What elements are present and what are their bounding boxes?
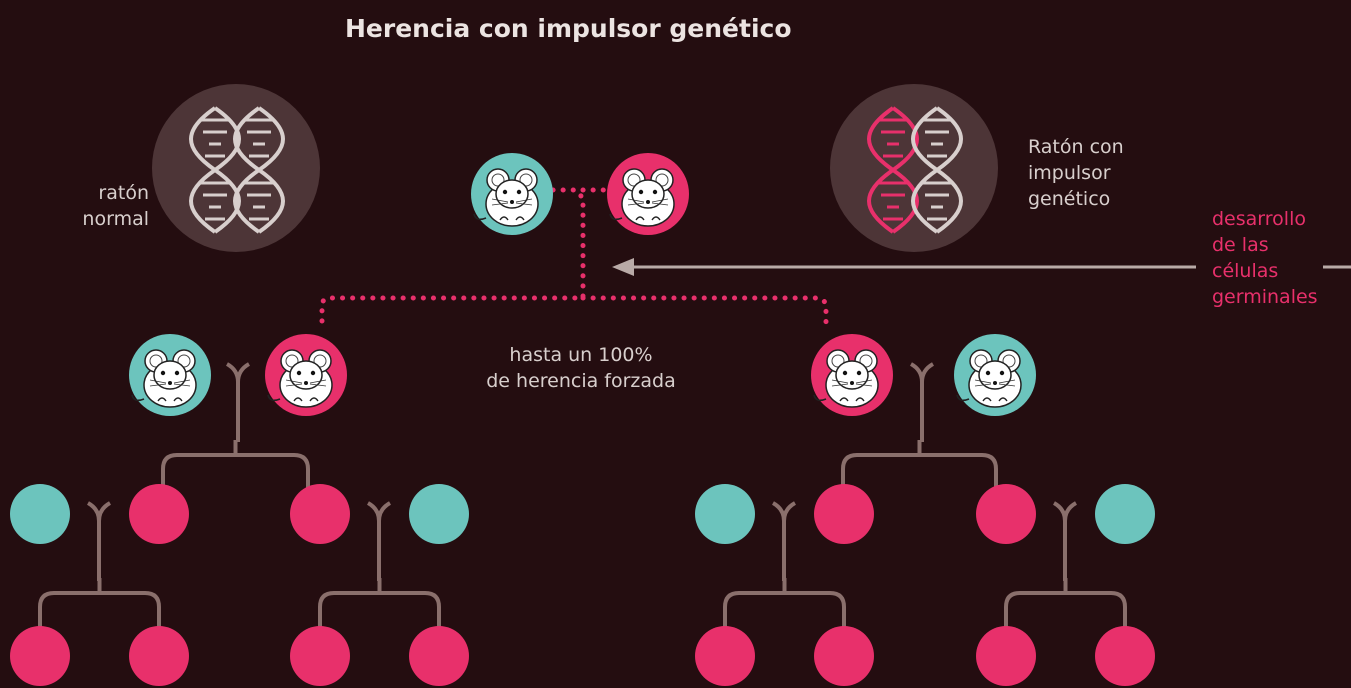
tree-connector bbox=[1004, 578, 1127, 630]
normal-offspring-node bbox=[10, 484, 70, 544]
normal-mouse-label: ratón normal bbox=[82, 180, 149, 232]
tree-connector bbox=[318, 578, 441, 630]
arrow-head bbox=[612, 258, 634, 276]
family-tree-lines bbox=[38, 362, 1127, 630]
mating-connector bbox=[771, 501, 797, 581]
drive-offspring-node bbox=[290, 484, 350, 544]
dna-badge-background bbox=[830, 84, 998, 252]
germline-label: desarrollo de las células germinales bbox=[1212, 206, 1318, 310]
tree-connector bbox=[841, 440, 998, 490]
drive-offspring-node bbox=[129, 484, 189, 544]
tree-connector bbox=[723, 578, 846, 630]
drive-offspring-node bbox=[814, 626, 874, 686]
label-line: germinales bbox=[1212, 286, 1318, 308]
forced-inheritance-label: hasta un 100% de herencia forzada bbox=[470, 342, 692, 394]
drive-offspring-node bbox=[409, 626, 469, 686]
normal-mouse bbox=[471, 153, 553, 235]
drive-offspring-node bbox=[976, 484, 1036, 544]
normal-offspring-node bbox=[409, 484, 469, 544]
mating-connector bbox=[225, 362, 251, 442]
germline-arrow bbox=[612, 258, 1351, 276]
page-title: Herencia con impulsor genético bbox=[345, 14, 792, 43]
inheritance-dotted-path bbox=[319, 187, 829, 329]
label-line: hasta un 100% bbox=[509, 344, 653, 366]
drive-mouse-label: Ratón con impulsor genético bbox=[1028, 134, 1124, 212]
normal-mouse bbox=[129, 334, 211, 416]
mating-connector bbox=[366, 501, 392, 581]
normal-mouse bbox=[954, 334, 1036, 416]
offspring-nodes bbox=[10, 484, 1155, 686]
drive-offspring-node bbox=[1095, 626, 1155, 686]
tree-connector bbox=[161, 440, 310, 490]
label-line: desarrollo bbox=[1212, 208, 1306, 230]
drive-offspring-node bbox=[290, 626, 350, 686]
drive-offspring-node bbox=[10, 626, 70, 686]
tree-connector bbox=[38, 578, 161, 630]
mating-connector bbox=[86, 501, 112, 581]
label-line: normal bbox=[82, 208, 149, 230]
label-line: de herencia forzada bbox=[486, 370, 676, 392]
drive-mouse bbox=[811, 334, 893, 416]
label-line: de las bbox=[1212, 234, 1269, 256]
drive-offspring-node bbox=[695, 626, 755, 686]
normal-dna-badge bbox=[152, 84, 320, 252]
label-line: impulsor bbox=[1028, 162, 1111, 184]
drive-offspring-node bbox=[129, 626, 189, 686]
label-line: Ratón con bbox=[1028, 136, 1124, 158]
label-line: ratón bbox=[98, 182, 149, 204]
label-line: genético bbox=[1028, 188, 1111, 210]
mating-connector bbox=[1052, 501, 1078, 581]
drive-dna-badge bbox=[830, 84, 998, 252]
inheritance-dots bbox=[319, 187, 829, 329]
dna-badge-background bbox=[152, 84, 320, 252]
label-line: células bbox=[1212, 260, 1279, 282]
drive-mouse bbox=[265, 334, 347, 416]
mice bbox=[129, 153, 1036, 416]
mating-connector bbox=[909, 362, 935, 442]
drive-offspring-node bbox=[976, 626, 1036, 686]
drive-mouse bbox=[607, 153, 689, 235]
normal-offspring-node bbox=[695, 484, 755, 544]
drive-offspring-node bbox=[814, 484, 874, 544]
normal-offspring-node bbox=[1095, 484, 1155, 544]
